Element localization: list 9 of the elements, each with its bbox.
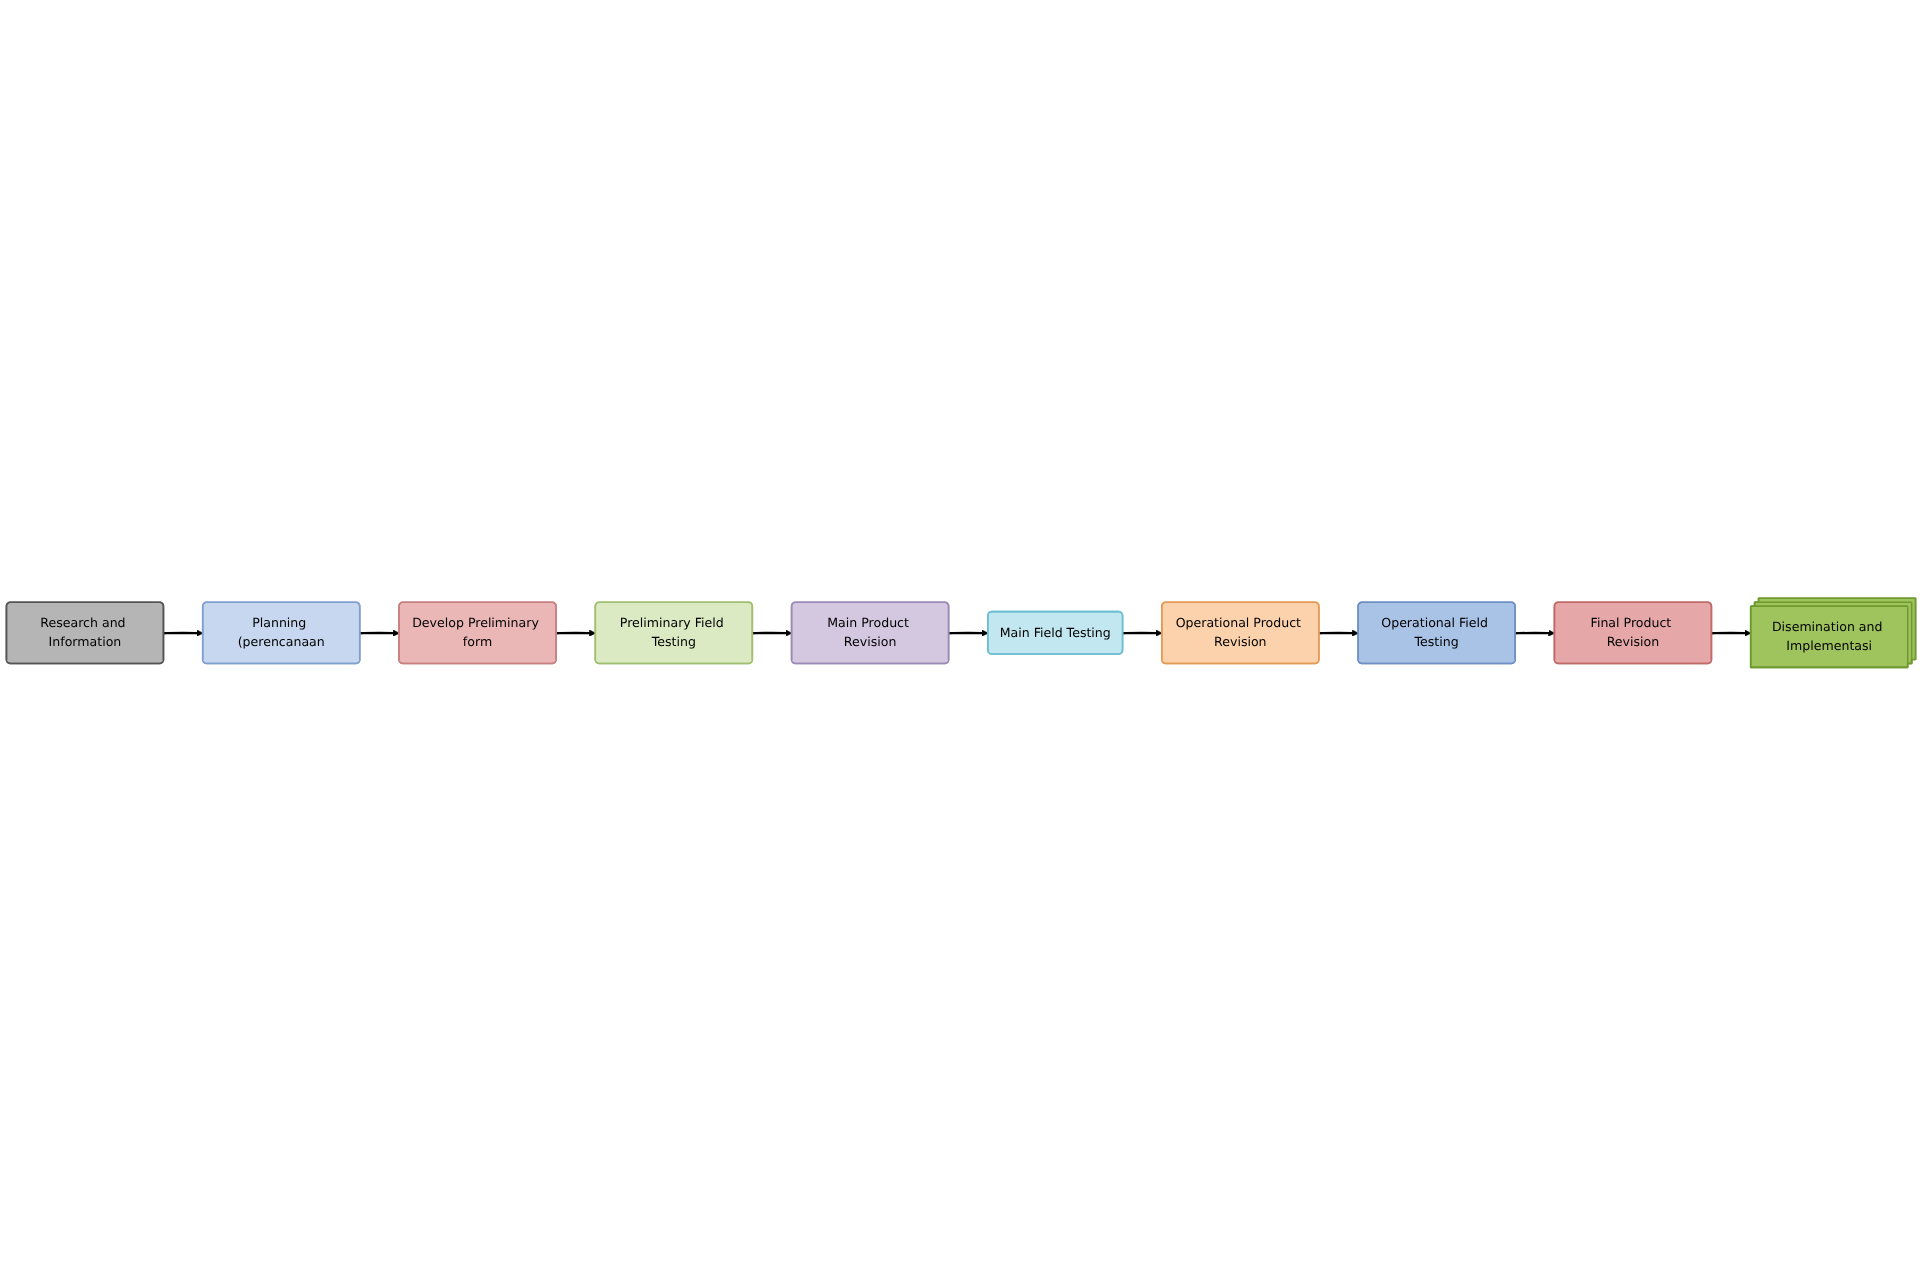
arrow [163, 629, 204, 637]
arrow [556, 629, 596, 637]
arrow [1711, 629, 1752, 637]
arrow [360, 629, 400, 637]
arrow [1515, 629, 1556, 637]
arrow [949, 629, 989, 637]
arrow [1122, 629, 1163, 637]
arrow [1319, 629, 1359, 637]
arrow [752, 629, 793, 637]
